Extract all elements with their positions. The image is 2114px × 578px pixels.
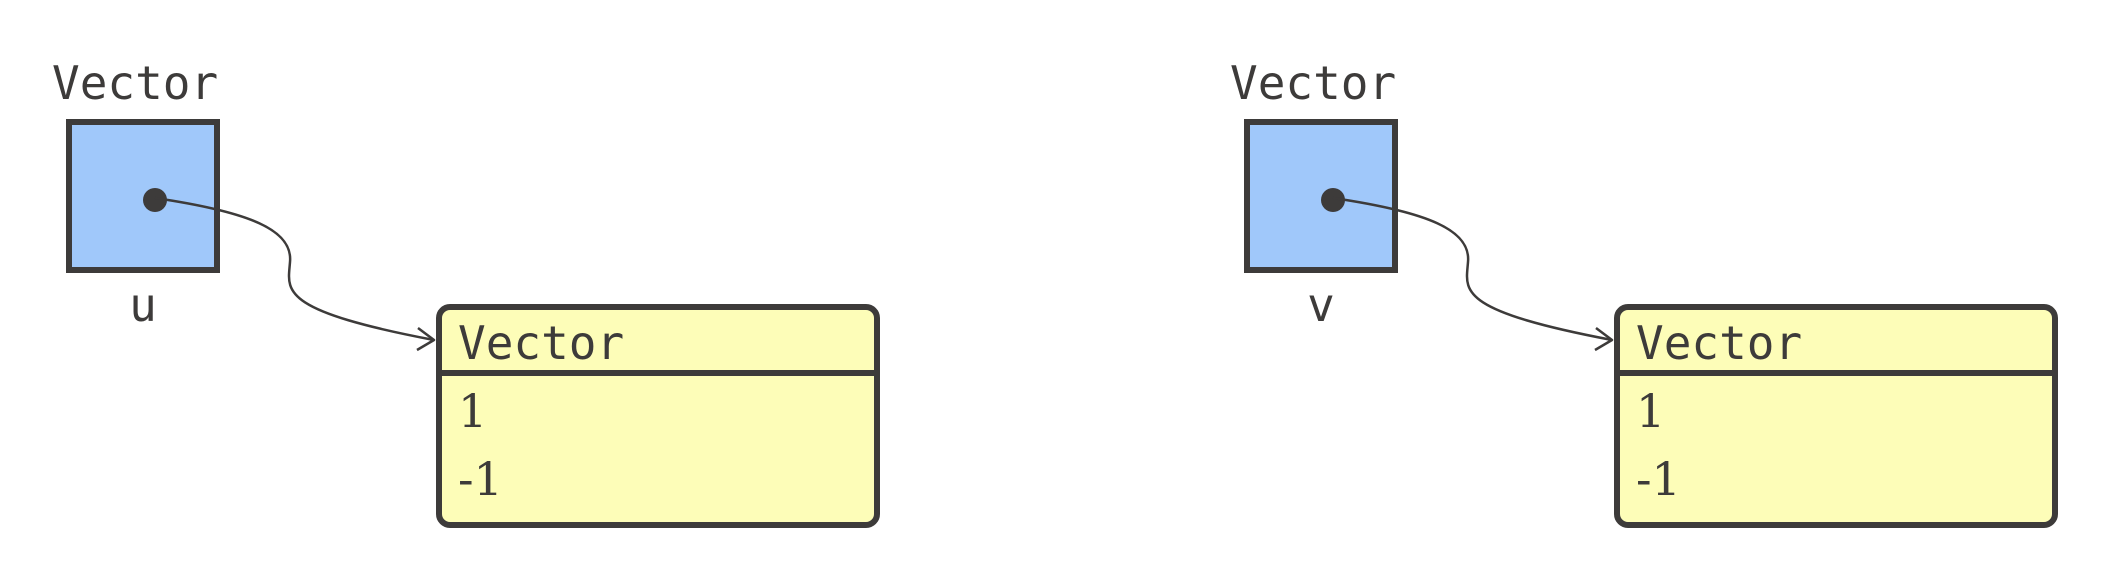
arrowhead [1594,327,1614,352]
object-row: 1 [458,384,488,438]
variable-type-label: Vector [1230,56,1397,110]
object-row: 1 [1636,384,1666,438]
object-row: -1 [1636,452,1681,506]
object-title: Vector [442,310,874,376]
variable-name: v [1307,278,1335,332]
arrowhead [416,327,436,352]
object-box: Vector 1 -1 [436,304,880,528]
variable-box [1244,119,1398,273]
object-row: -1 [458,452,503,506]
pointer-dot [1321,188,1345,212]
variable-name: u [129,278,157,332]
object-box: Vector 1 -1 [1614,304,2058,528]
variable-type-label: Vector [52,56,219,110]
pointer-dot [143,188,167,212]
object-title: Vector [1620,310,2052,376]
variable-box [66,119,220,273]
